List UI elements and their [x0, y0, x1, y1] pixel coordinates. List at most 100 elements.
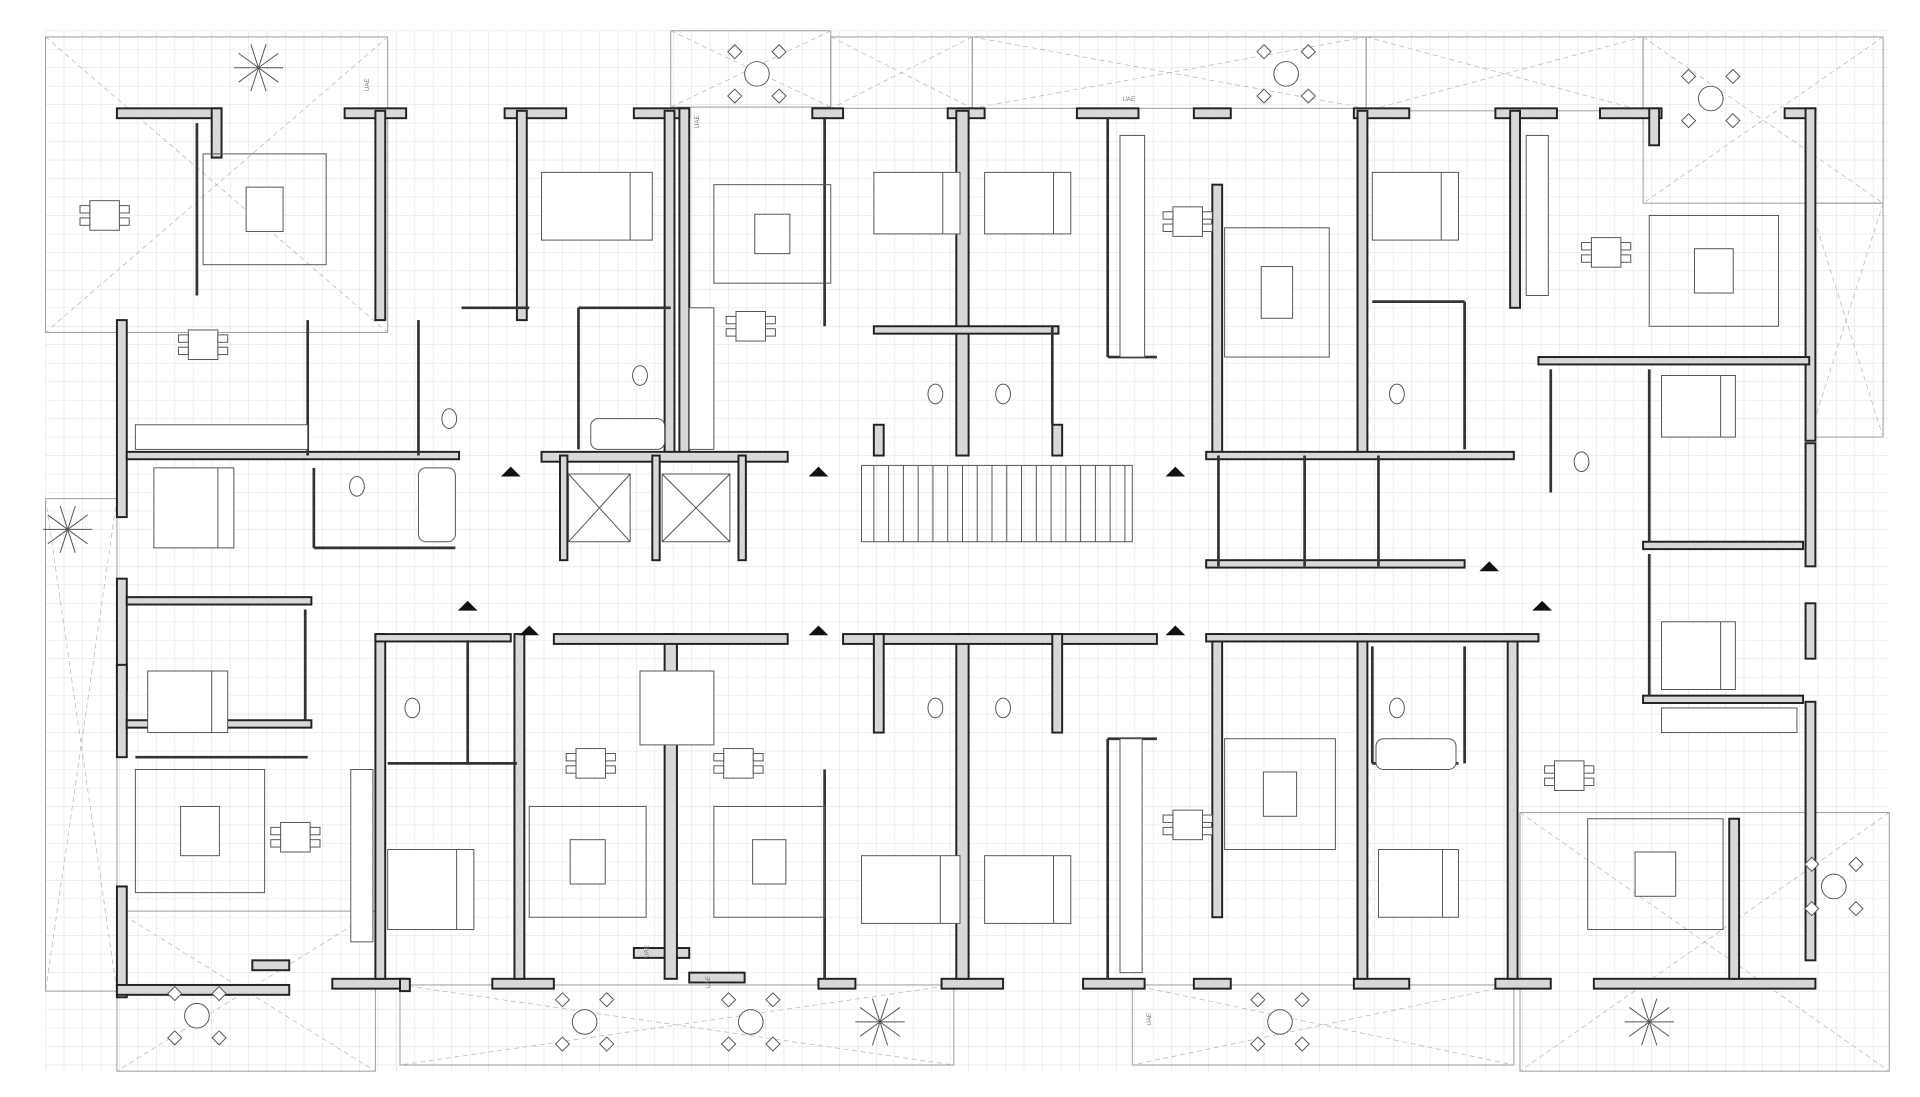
unit-label: UAE [1146, 1013, 1153, 1026]
bed [541, 171, 653, 241]
corridor-wall [872, 633, 885, 734]
chair [1256, 44, 1272, 60]
round-table [744, 61, 770, 87]
wall-segment [1804, 700, 1817, 962]
chair [725, 315, 737, 325]
wall-segment [955, 109, 970, 457]
chair [1583, 777, 1595, 786]
chair [118, 217, 130, 226]
chair [765, 1036, 781, 1052]
wall-segment [1352, 107, 1411, 120]
living-area [1587, 818, 1724, 931]
wall-segment [688, 971, 746, 984]
tree-branch [1641, 998, 1650, 1023]
terrace-slope-line [1519, 812, 1890, 1072]
terrace-outline [1131, 984, 1515, 1066]
tree-branch [1648, 1021, 1670, 1037]
toilet [404, 697, 421, 719]
tree-branch [1629, 1007, 1650, 1023]
wall-segment [374, 633, 387, 980]
terrace-slope-line [1366, 36, 1644, 112]
tree-branch [250, 44, 259, 68]
toilet [927, 383, 944, 405]
wall-segment [955, 633, 970, 980]
chair [79, 205, 91, 214]
corridor-wall [552, 633, 789, 645]
bed [1661, 375, 1736, 438]
terrace-slope-line [1366, 36, 1644, 112]
chair [167, 985, 183, 1002]
wall-segment [399, 977, 411, 993]
wall-segment [1494, 977, 1552, 990]
wall-segment [632, 947, 691, 959]
terrace-outline [830, 36, 973, 109]
toilet [995, 697, 1011, 719]
corridor-wall [872, 325, 1060, 335]
furniture [43, 44, 1864, 1052]
chair [1620, 242, 1632, 251]
wall-segment [1192, 977, 1232, 990]
chair [752, 753, 764, 762]
kitchen-counter [1119, 738, 1143, 974]
wall-segment [251, 959, 291, 972]
bathtub [590, 418, 666, 450]
chair [554, 992, 571, 1008]
tree-branch [59, 505, 69, 530]
chair [1201, 211, 1213, 220]
wall-segment [1356, 109, 1369, 457]
dining-table [735, 311, 767, 342]
dining-table [187, 329, 219, 361]
chair [1256, 88, 1272, 104]
kitchen-counter [350, 769, 374, 943]
chair [1680, 112, 1697, 129]
arrow-marker [808, 625, 829, 636]
coffee-table [1693, 248, 1734, 294]
chair [118, 205, 130, 214]
round-table [1273, 61, 1299, 87]
toilet [349, 475, 365, 497]
corridor-wall [651, 454, 661, 562]
terrace-outline [1519, 812, 1890, 1072]
tree-branch [67, 529, 76, 553]
chair [727, 88, 743, 104]
terrace-slope-line [45, 36, 388, 333]
terrace-slope-line [1642, 36, 1884, 204]
tree-branch [879, 998, 889, 1023]
wall-segment [1192, 107, 1232, 120]
arrow-marker [1165, 466, 1186, 477]
coffee-table [1634, 851, 1677, 897]
round-table [1267, 1009, 1293, 1035]
kitchen-counter [134, 424, 309, 450]
wall-segment [331, 977, 408, 990]
unit-label: UAE [644, 945, 651, 958]
wall-segment [1804, 602, 1817, 660]
coffee-table [752, 839, 787, 885]
living-area [202, 153, 327, 266]
bed [1371, 171, 1459, 241]
wall-segment [1804, 442, 1817, 568]
arrow-marker [1479, 561, 1500, 572]
unit-labels: UAE UAE UAE UAE UAE UAE [364, 78, 1153, 1025]
chair [1162, 223, 1174, 232]
living-area [713, 805, 826, 918]
bathtub [1375, 738, 1457, 770]
wall-segment [1352, 977, 1411, 990]
dining-table [575, 748, 607, 779]
wall-segment [515, 109, 528, 322]
terrace-slope-line [1642, 36, 1884, 204]
elevator-cross [568, 473, 631, 543]
corridor-wall [1205, 633, 1540, 643]
tree-branch [238, 67, 259, 83]
chair [1201, 223, 1213, 232]
chair [1725, 112, 1741, 129]
chair [554, 1036, 571, 1052]
chair [1162, 826, 1174, 836]
tree-branch [871, 1021, 881, 1046]
tree-branch [1648, 998, 1658, 1023]
toilet [927, 697, 944, 719]
wall-segment [1728, 817, 1741, 980]
chair [1848, 856, 1864, 872]
round-table [1821, 873, 1847, 900]
tree-branch [47, 529, 68, 545]
chair [1294, 1036, 1310, 1052]
